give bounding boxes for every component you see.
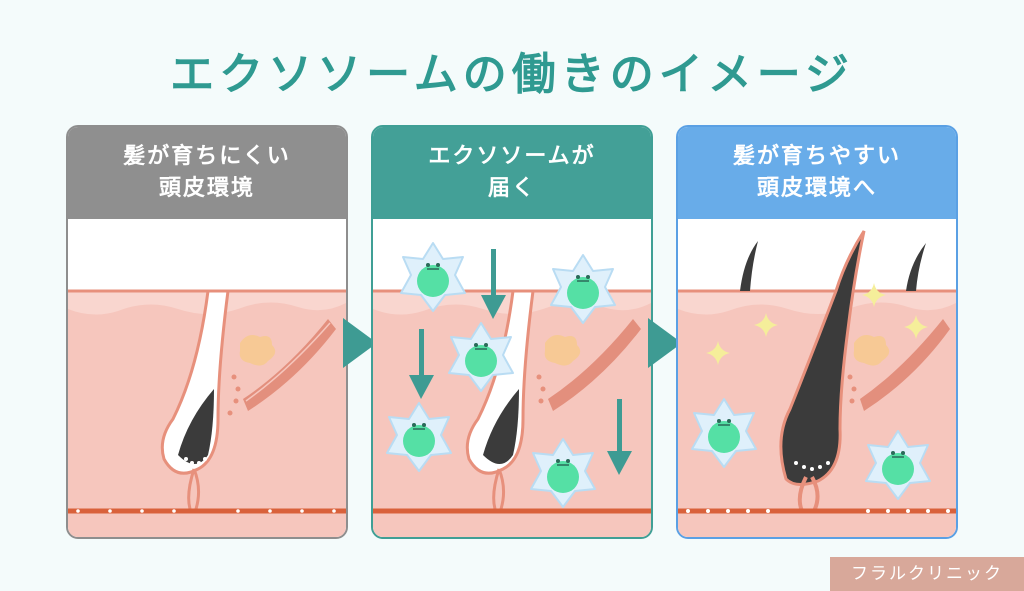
panel-header: エクソソームが 届く <box>373 127 651 219</box>
clinic-credit-badge: フラルクリニック <box>830 557 1024 591</box>
sebaceous-dots <box>227 374 241 416</box>
hair-strand <box>906 243 926 291</box>
next-step-arrow-icon <box>343 318 377 368</box>
base-dots <box>686 509 950 513</box>
arrector-muscle <box>548 319 641 411</box>
panel-header-line2: 届く <box>487 176 536 201</box>
bulb-dots <box>794 461 830 471</box>
panel-header: 髪が育ちやすい 頭皮環境へ <box>678 127 956 219</box>
panel-header-line2: 頭皮環境へ <box>756 176 877 201</box>
panel-header-line2: 頭皮環境 <box>158 176 255 201</box>
sebaceous-gland <box>544 335 581 366</box>
panel-exosome-delivery: エクソソームが 届く <box>371 125 653 539</box>
page-title: エクソソームの働きのイメージ <box>170 49 854 100</box>
panel-poor-scalp: 髪が育ちにくい 頭皮環境 <box>66 125 348 539</box>
scalp-cross-section <box>68 289 346 537</box>
panel-healthy-scalp: 髪が育ちやすい 頭皮環境へ <box>676 125 958 539</box>
blood-vessel <box>187 468 201 510</box>
down-arrows <box>409 249 632 475</box>
panel-header-line1: 髪が育ちにくい <box>123 144 291 169</box>
hair-thick-strand <box>779 230 866 486</box>
sebaceous-dots <box>536 374 546 404</box>
panel-header-line1: エクソソームが <box>428 144 596 169</box>
panel-header-line1: 髪が育ちやすい <box>732 144 901 169</box>
scalp-cross-section <box>373 242 651 537</box>
sebaceous-dots <box>847 374 857 404</box>
bulb-dots <box>184 457 207 465</box>
hair-strand <box>740 241 758 291</box>
scalp-cross-section <box>678 230 956 537</box>
next-step-arrow-icon <box>648 318 682 368</box>
panel-header: 髪が育ちにくい 頭皮環境 <box>68 127 346 219</box>
base-dots <box>76 509 336 513</box>
sebaceous-gland <box>239 335 276 366</box>
hair-bulb <box>483 389 519 464</box>
hair-bulb <box>178 389 214 464</box>
arrector-muscle <box>860 319 950 411</box>
sebaceous-gland <box>853 335 890 366</box>
blood-vessel <box>492 468 506 510</box>
